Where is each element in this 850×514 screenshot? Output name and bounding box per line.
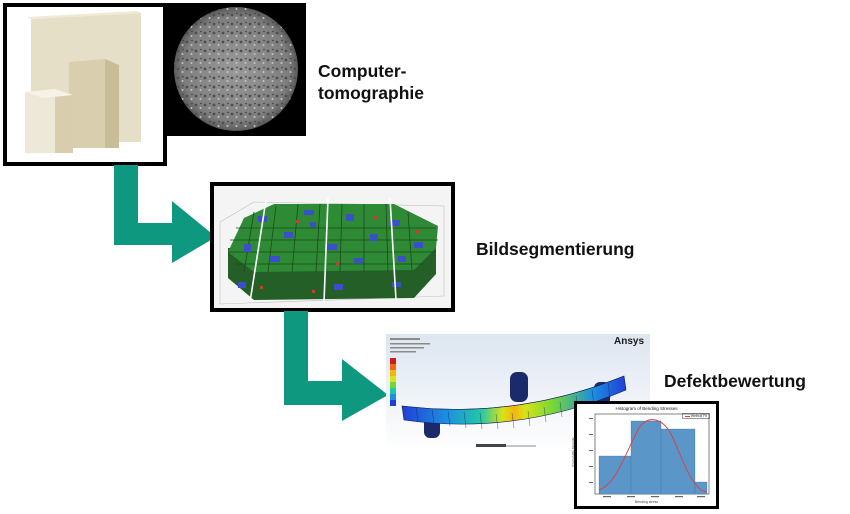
histogram-x-label: Bending stress — [634, 500, 659, 504]
step-label-line-2: tomographie — [318, 83, 424, 104]
histogram-inset: Histogram of Bending Stresses Probabilit… — [571, 401, 719, 509]
ct-photo-frame — [3, 3, 167, 166]
stress-histogram-plot — [589, 413, 710, 498]
ansys-logo: Ansys — [613, 336, 644, 347]
histogram-legend: Weibull Fit — [681, 413, 710, 419]
legend-swatch — [684, 415, 690, 417]
legend-label: Weibull Fit — [690, 414, 707, 418]
process-arrow-2 — [284, 311, 388, 421]
histogram-y-label: Probability Density — [571, 437, 576, 467]
step-label-computertomographie: Computer- tomographie — [318, 60, 424, 105]
segmentation-frame — [210, 182, 455, 312]
step-label-defektbewertung: Defektbewertung — [664, 371, 806, 391]
histogram-title: Histogram of Bending Stresses — [615, 406, 678, 411]
ct-scan-image — [167, 3, 306, 136]
segmented-volume-image — [214, 186, 451, 308]
step-label-line-1: Computer- — [318, 61, 407, 81]
step-label-bildsegmentierung: Bildsegmentierung — [476, 239, 635, 259]
refractory-bricks-image — [7, 7, 163, 162]
bending-beam-model — [390, 338, 627, 447]
process-arrow-1 — [114, 165, 216, 263]
